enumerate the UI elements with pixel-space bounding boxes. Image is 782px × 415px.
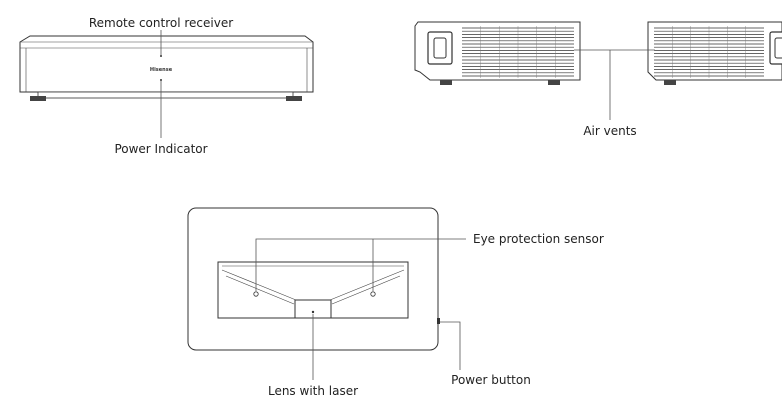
- left-side-port-inner: [433, 37, 447, 59]
- power-indicator-label: Power Indicator: [114, 142, 207, 156]
- eye-sensor-label: Eye protection sensor: [473, 232, 604, 246]
- side-view-right-device: [647, 21, 782, 85]
- front-view-foot-left: [30, 96, 46, 101]
- power-indicator-dot: [160, 79, 162, 81]
- front-view-base: [37, 91, 294, 99]
- air-vents-leader: [574, 49, 655, 120]
- laser-lens-dot: [311, 310, 315, 314]
- side-view-right-body: [647, 21, 782, 81]
- lens-bevel-lines: [221, 269, 405, 301]
- power-button-leader: [438, 321, 461, 370]
- air-vents-label: Air vents: [583, 124, 636, 138]
- front-view-body: [19, 35, 314, 93]
- front-view: Hisense: [19, 30, 314, 138]
- power-button: [437, 318, 440, 324]
- side-view-left-device: [414, 21, 581, 85]
- eye-sensor-left: [253, 291, 259, 297]
- lens-label: Lens with laser: [268, 384, 358, 398]
- power-button-label: Power button: [451, 373, 531, 387]
- lens-bevel-lines-inner: [225, 275, 401, 305]
- remote-receiver-dot: [160, 55, 162, 57]
- left-side-foot: [440, 80, 452, 85]
- remote-receiver-label: Remote control receiver: [89, 16, 233, 30]
- air-vent-grille-right: [654, 26, 764, 78]
- eye-sensor-right: [370, 291, 376, 297]
- front-view-foot-right: [286, 96, 302, 101]
- brand-logo: Hisense: [150, 67, 173, 73]
- top-view: [187, 207, 466, 380]
- eye-sensor-leader-left: [255, 238, 466, 291]
- left-side-foot-rear: [548, 80, 560, 85]
- right-side-foot: [664, 80, 676, 85]
- right-side-port-inner: [774, 37, 782, 59]
- air-vent-grille-left: [462, 26, 574, 78]
